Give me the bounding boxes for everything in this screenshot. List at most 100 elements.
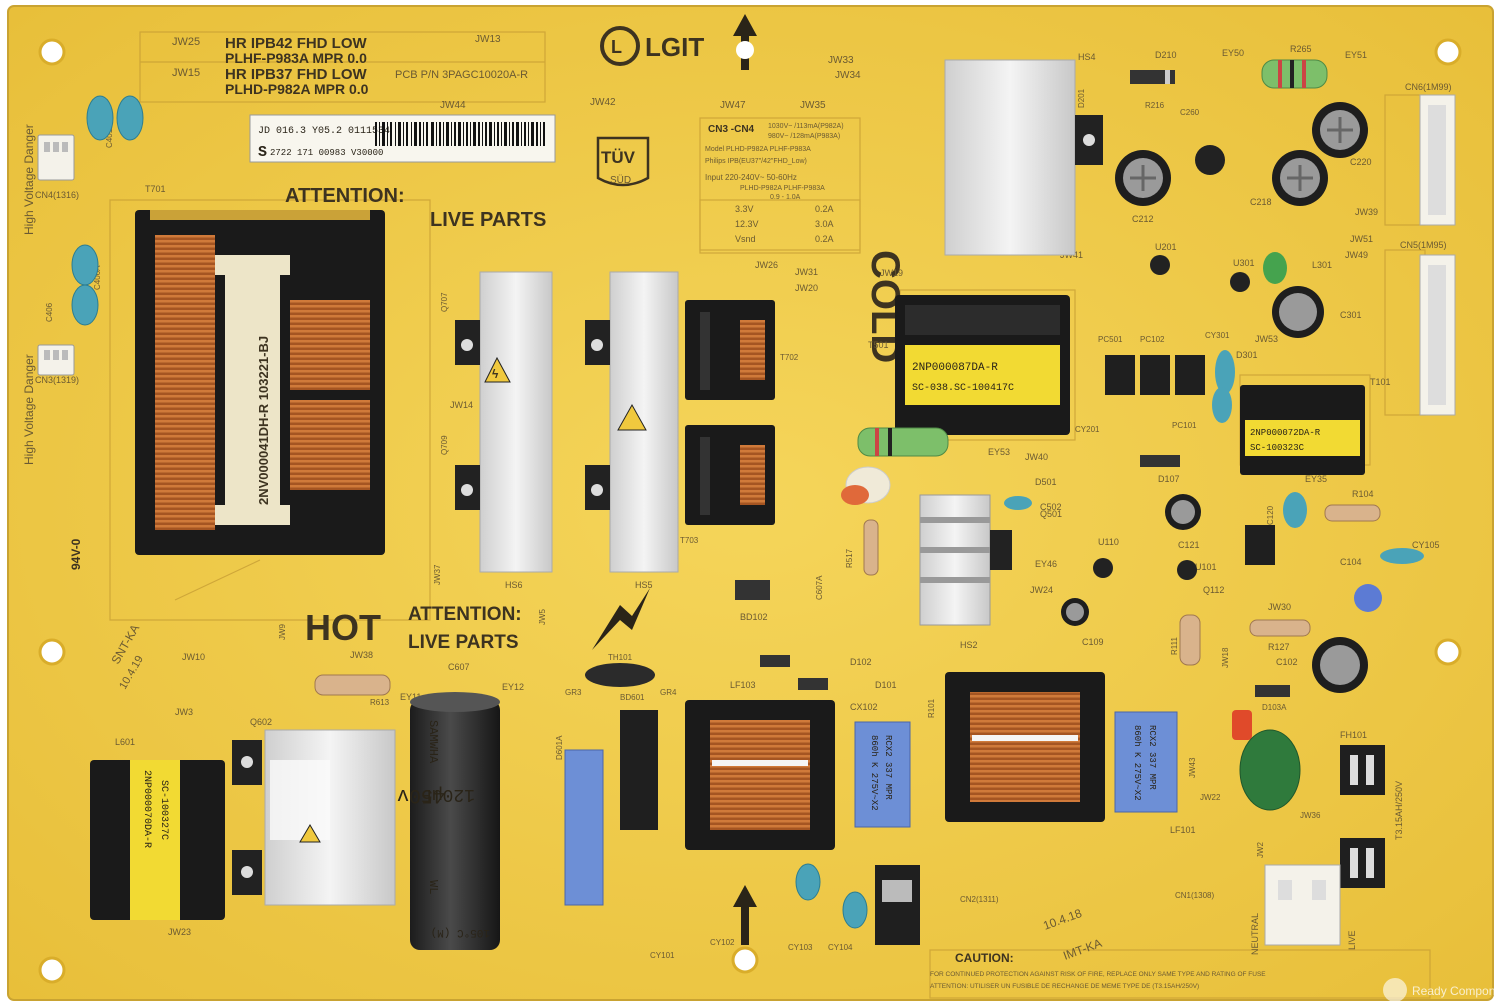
u201-label: U201 (1155, 242, 1177, 252)
cx102-text-2: RCX2 337 MPR (883, 735, 893, 800)
t101-label: T101 (1370, 377, 1391, 387)
cy103-label: CY103 (788, 943, 813, 952)
varistor (1239, 729, 1301, 811)
fuse-rating: T3.15AH/250V (1394, 781, 1404, 840)
jw40-label: JW40 (1025, 452, 1048, 462)
bulk-cap-capacitance: 120µF (421, 784, 475, 804)
t501-part: 2NP000087DA-R (912, 362, 998, 374)
label-serial: JD 016.3 Y05.2 0111534 (258, 126, 390, 137)
jw42-label: JW42 (590, 97, 616, 108)
d103a-label: D103A (1262, 703, 1287, 712)
rail-vsnd: Vsnd (735, 234, 756, 244)
lf101-label: LF101 (1170, 825, 1196, 835)
mounting-holes (38, 38, 1462, 984)
optocouplers (1105, 355, 1205, 395)
c104-label: C104 (1340, 557, 1362, 567)
caution-text-1: FOR CONTINUED PROTECTION AGAINST RISK OF… (930, 971, 1266, 978)
rail-12v3-amps: 3.0A (815, 219, 834, 229)
jw39-label: JW39 (1355, 207, 1378, 217)
bulk-cap-brand: SAMWHA (426, 720, 440, 764)
attention-bottom: ATTENTION: (408, 604, 522, 625)
connector-cn4 (37, 134, 75, 181)
mosfets (455, 320, 610, 510)
r104-label: R104 (1352, 489, 1374, 499)
diode-d210 (1130, 70, 1175, 84)
bulk-cap-temp: 105°C (M) (431, 926, 490, 938)
c220-label: C220 (1350, 157, 1372, 167)
live-parts-top: LIVE PARTS (430, 209, 546, 231)
cy201-label: CY201 (1075, 425, 1100, 434)
hs6-label: HS6 (505, 580, 523, 590)
bridge-rectifier (620, 710, 658, 830)
spec-row-5: PLHD-P982A PLHF-P983A (740, 185, 825, 192)
ey50-label: EY50 (1222, 48, 1244, 58)
svg-text:L: L (611, 37, 622, 57)
d210-label: D210 (1155, 50, 1177, 60)
q709-label: Q709 (440, 435, 449, 455)
x-capacitor-cx102: 860h K 275V~X2 RCX2 337 MPR (854, 721, 911, 828)
electrolytic-capacitors-top (1115, 102, 1368, 206)
rail-3v3: 3.3V (735, 204, 754, 214)
jw34-label: JW34 (835, 70, 861, 81)
d501-label: D501 (1035, 477, 1057, 487)
heatsink-q602 (232, 729, 396, 906)
spec-row-1: 980V~ /128mA(P983A) (768, 133, 840, 140)
watermark-icon (1383, 978, 1407, 1002)
r101-label: R101 (927, 698, 936, 718)
jw36-label: JW36 (1300, 811, 1321, 820)
q602-label: Q602 (250, 717, 272, 727)
u101-label: U101 (1195, 562, 1217, 572)
barcode-label: JD 016.3 Y05.2 0111534 S 2722 171 00983 … (249, 114, 556, 163)
bulk-cap-voltage: 450v (397, 783, 445, 806)
gr4-label: GR4 (660, 688, 677, 697)
transformer-t501: 2NP000087DA-R SC-038.SC-100417C (895, 295, 1070, 435)
model-line-4: PLHD-P982A MPR 0.0 (225, 81, 369, 97)
d101-label: D101 (875, 680, 897, 690)
watermark-text: Ready Components (1412, 984, 1500, 998)
jw35-label: JW35 (800, 100, 826, 111)
r127-label: R127 (1268, 642, 1290, 652)
fh101-label: FH101 (1340, 730, 1367, 740)
spec-row-0: 1030V~ /113mA(P982A) (768, 123, 844, 130)
cn4-label: CN4(1316) (35, 190, 79, 200)
pcb-part-number: PCB P/N 3PAGC10020A-R (395, 69, 528, 81)
cn2-label: CN2(1311) (960, 895, 999, 904)
neutral-label: NEUTRAL (1250, 913, 1260, 955)
c401a-label: C401A (105, 123, 114, 148)
caution-text-2: ATTENTION: UTILISER UN FUSIBLE DE RECHAN… (930, 983, 1199, 990)
film-capacitor-small (564, 749, 604, 906)
c502-label: C502 (1040, 502, 1062, 512)
d107-label: D107 (1158, 474, 1180, 484)
hv-warning-1: High Voltage Danger (22, 124, 36, 235)
bulk-cap-series: WL (426, 880, 440, 894)
hs2-label: HS2 (960, 640, 978, 650)
cn6-label: CN6(1M99) (1405, 82, 1452, 92)
q112-label: Q112 (1203, 585, 1224, 595)
jw10-label: JW10 (182, 652, 205, 662)
spec-row-3: Philips IPB(EU37"/42"FHD_Low) (705, 158, 807, 165)
heatsink-hs6: ϟ HS6 (479, 271, 553, 590)
u110-label: U110 (1098, 537, 1119, 547)
inductor-t703: T703 (680, 425, 775, 545)
spec-row-2: Model PLHD-P982A PLHF-P983A (705, 146, 811, 153)
ey53-label: EY53 (988, 447, 1010, 457)
jw53-label: JW53 (1255, 334, 1278, 344)
x-capacitor-2: 860h K 275V~X2 RCX2 337 MPR (1114, 711, 1178, 813)
resistor-r265 (1261, 59, 1328, 89)
r265-label: R265 (1290, 44, 1312, 54)
jw25-label: JW25 (172, 36, 200, 48)
l601-label: L601 (115, 737, 135, 747)
jw33-label: JW33 (828, 55, 854, 66)
jw37-label: JW37 (433, 564, 442, 585)
heatsink-hs2 (919, 494, 1012, 626)
t101-code: SC-100323C (1250, 443, 1305, 453)
rail-vsnd-amps: 0.2A (815, 234, 834, 244)
cn3-label: CN3(1319) (35, 375, 79, 385)
c212-label: C212 (1132, 214, 1154, 224)
transformer-l601: 2NP000070DA-R SC-100327C (90, 760, 225, 920)
c218-label: C218 (1250, 197, 1272, 207)
live-parts-bottom: LIVE PARTS (408, 632, 519, 653)
r216-label: R216 (1145, 101, 1165, 110)
t501-code: SC-038.SC-100417C (912, 383, 1014, 394)
